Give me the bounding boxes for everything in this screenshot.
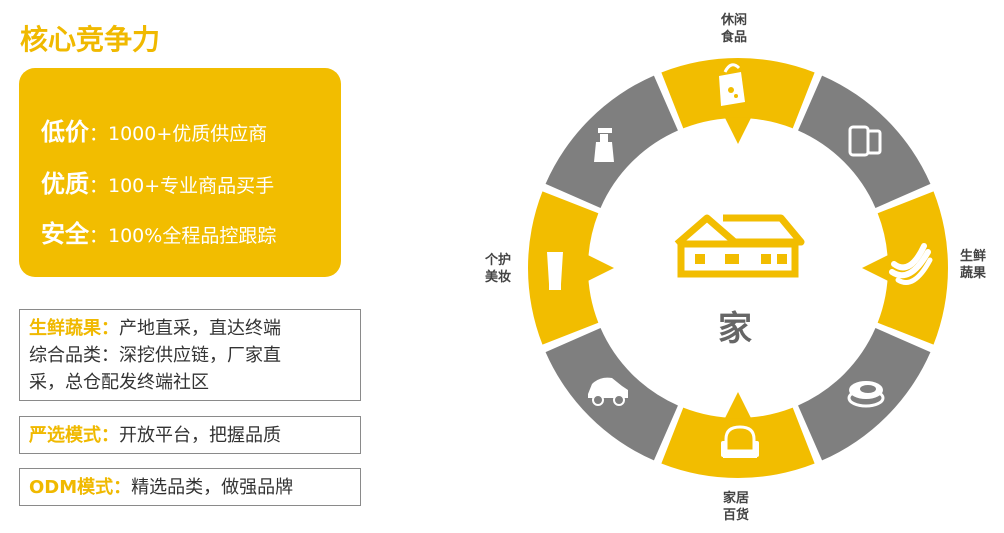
info-box-curated: 严选模式：开放平台，把握品质 — [19, 416, 361, 454]
car-icon — [588, 377, 628, 406]
label-line: 食品 — [720, 30, 747, 45]
highlight-value: ：1000+优质供应商 — [89, 123, 268, 145]
ring-segments — [528, 58, 948, 478]
segment-personal — [528, 191, 599, 345]
info-line: 综合品类：深挖供应链，厂家直 — [29, 345, 281, 366]
label-line: 家居 — [722, 491, 749, 506]
armchair-icon — [721, 425, 759, 458]
label-line: 美妆 — [484, 270, 511, 285]
info-key: ODM模式： — [29, 477, 132, 498]
house-icon — [674, 214, 805, 278]
highlight-quality: 优质：100+专业商品买手 — [41, 164, 274, 199]
info-box-odm: ODM模式：精选品类，做强品牌 — [19, 468, 361, 506]
info-text: 产地直采，直达终端 — [119, 318, 281, 339]
segment-pointer — [724, 392, 752, 419]
label-line: 百货 — [722, 508, 749, 523]
highlights-panel: 低价：1000+优质供应商 优质：100+专业商品买手 安全：100%全程品控跟… — [19, 68, 341, 277]
phone-tablet-icon — [848, 125, 882, 157]
highlight-safety: 安全：100%全程品控跟踪 — [41, 214, 276, 249]
ring-icons — [547, 63, 933, 458]
segment-electronics — [798, 75, 931, 208]
segment-pointer — [862, 254, 889, 282]
snack-bag-icon — [719, 63, 745, 106]
cosmetic-tube-icon — [547, 252, 563, 290]
info-text: 精选品类，做强品牌 — [131, 477, 294, 498]
highlight-key: 优质 — [41, 170, 89, 198]
label-line: 个护 — [484, 253, 511, 268]
highlight-key: 安全 — [41, 220, 89, 248]
label-snacks: 休闲 食品 — [714, 12, 754, 46]
page-title: 核心竞争力 — [20, 23, 161, 56]
segment-pointer — [724, 117, 752, 144]
info-line: 采，总仓配发终端社区 — [29, 372, 209, 393]
label-home: 家居 百货 — [716, 490, 756, 524]
segment-cleaning — [545, 75, 678, 208]
banana-icon — [889, 243, 933, 285]
label-line: 蔬果 — [959, 266, 986, 281]
meat-icon — [847, 381, 885, 408]
highlight-low-price: 低价：1000+优质供应商 — [41, 112, 267, 147]
segment-pointer — [587, 254, 614, 282]
spray-bottle-icon — [594, 128, 614, 162]
info-box-fresh: 生鲜蔬果：产地直采，直达终端 综合品类：深挖供应链，厂家直 采，总仓配发终端社区 — [19, 309, 361, 401]
label-line: 休闲 — [720, 13, 747, 28]
info-line: 生鲜蔬果：产地直采，直达终端 — [29, 315, 350, 342]
highlight-value: ：100+专业商品买手 — [89, 175, 275, 197]
info-key: 生鲜蔬果： — [29, 318, 119, 339]
label-line: 生鲜 — [959, 249, 986, 264]
center-label: 家 — [718, 309, 752, 349]
label-fresh: 生鲜 蔬果 — [953, 248, 993, 282]
info-key: 严选模式： — [29, 425, 119, 446]
highlight-value: ：100%全程品控跟踪 — [89, 225, 277, 247]
label-personal: 个护 美妆 — [478, 252, 518, 286]
segment-home — [661, 407, 815, 478]
highlight-key: 低价 — [41, 118, 89, 146]
info-text: 开放平台，把握品质 — [119, 425, 281, 446]
